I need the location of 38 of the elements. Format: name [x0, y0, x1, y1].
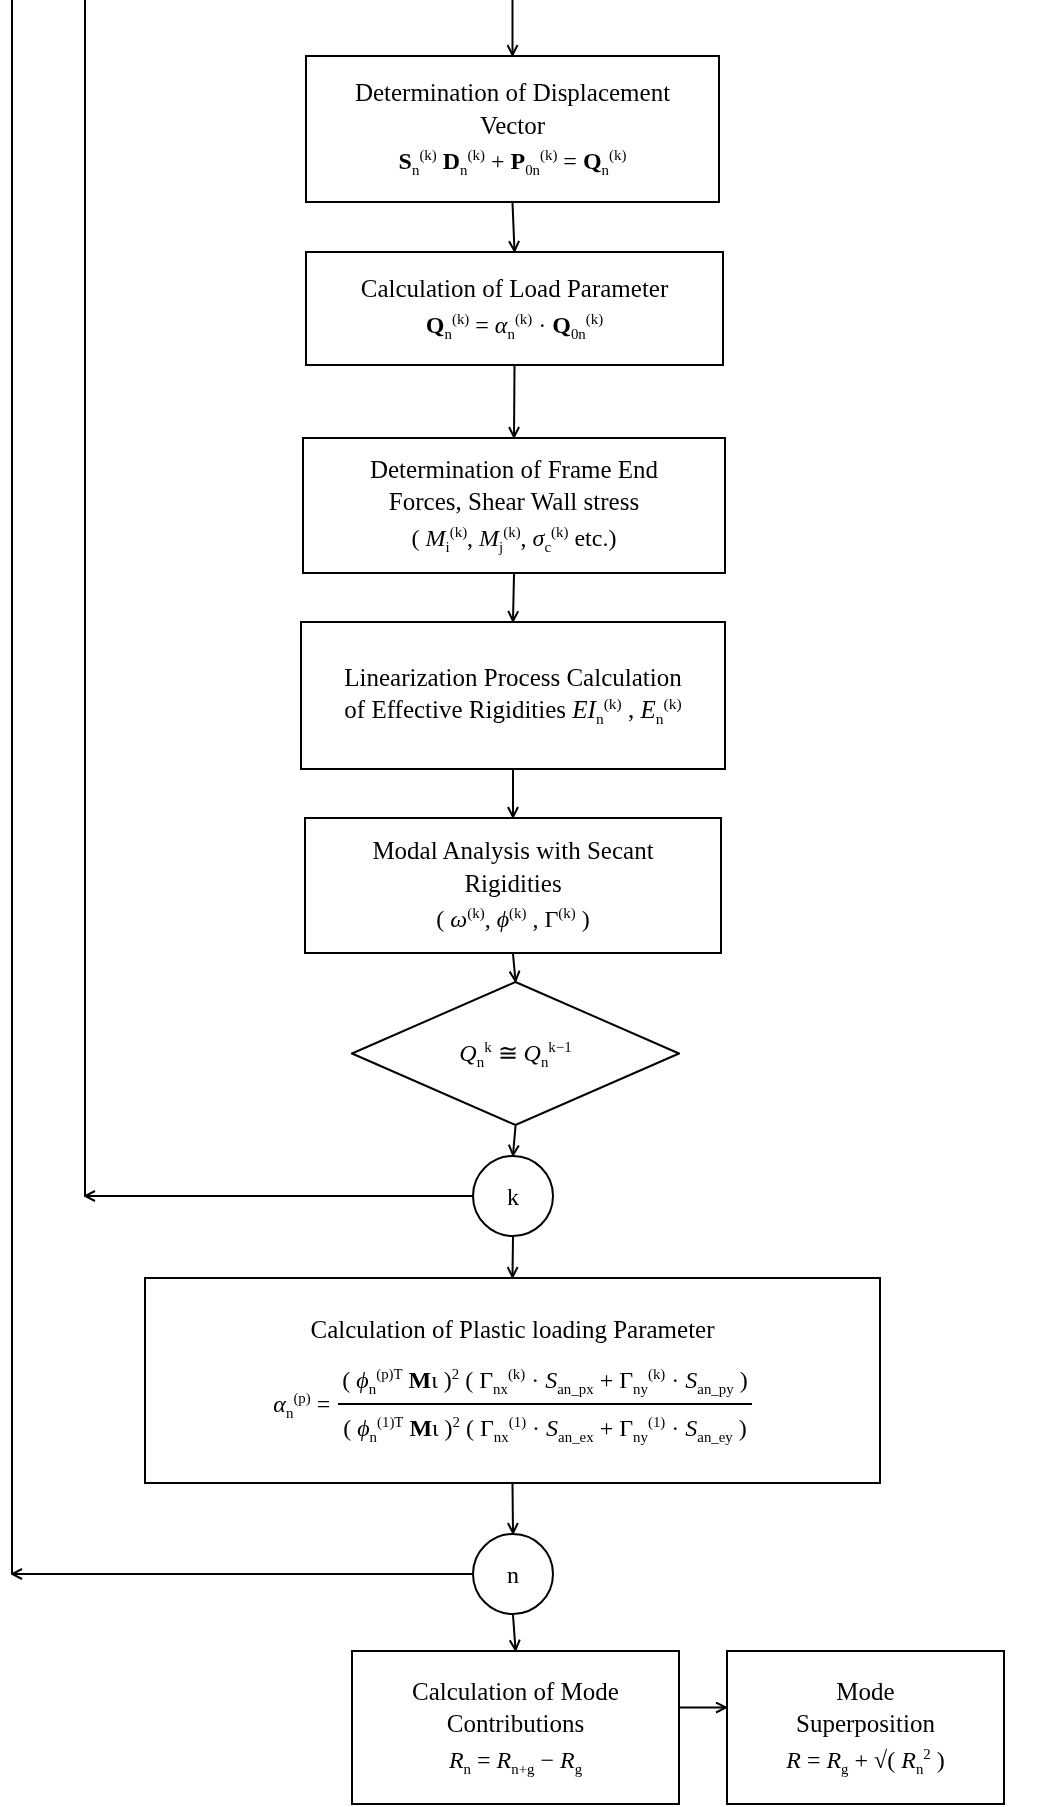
- process-box: [351, 1650, 680, 1805]
- circle-label: n: [507, 1561, 519, 1591]
- box-text: Calculation of Mode Contributions: [411, 1676, 620, 1740]
- box-text: Mode Superposition: [795, 1676, 936, 1740]
- formula: ( ω$^{(k)}$, ϕ$^{(k)}$ , Γ$^{(k)}$ ): [436, 904, 590, 935]
- process-box: [300, 621, 726, 770]
- formula: α$_{n}$$^{(p)}$ =: [273, 1388, 331, 1423]
- box-text: Modal Analysis with Secant Rigidities: [371, 836, 655, 899]
- formula: ( M$_{i}$$^{(k)}$, M$_{j}$$^{(k)}$, σ$_{c}$$^{(k)}$ etc.): [411, 522, 617, 557]
- formula: R$_{n}$ = R$_{n+g}$ − R$_{g}$: [448, 1745, 583, 1779]
- process-box: [302, 437, 726, 574]
- loop-arrow: [506, 0, 519, 56]
- box-text: Calculation of Load Parameter: [360, 274, 669, 305]
- formula: R = R$_{g}$ + √( R$_{n}$$^{2}$ ): [786, 1744, 945, 1779]
- arrow: [507, 573, 520, 622]
- process-box: [726, 1650, 1005, 1805]
- circle-label: k: [507, 1183, 519, 1213]
- box-title: Calculation of Plastic loading Parameter: [310, 1315, 715, 1346]
- arrow: [508, 953, 521, 982]
- formula-numerator: ( ϕ$_{n}$$^{(p)T}$ Mι )$^{2}$ ( Γ$_{nx}$$^{(k)}$ · S$_{an_px}$ + Γ$_{ny}$$^{(k)}$ · S$_{an_py}$ ): [338, 1364, 752, 1405]
- loop-arrow: [11, 1568, 473, 1580]
- arrow: [679, 1701, 727, 1714]
- process-box: [305, 55, 720, 203]
- process-box: [305, 251, 724, 366]
- decision-diamond: [351, 981, 680, 1126]
- box-text: Determination of Displacement Vector: [353, 78, 672, 141]
- process-box: [304, 817, 722, 954]
- arrow: [506, 1483, 519, 1534]
- process-box: [144, 1277, 881, 1484]
- arrow: [507, 1125, 520, 1156]
- arrow: [508, 365, 521, 438]
- box-text: Determination of Frame End Forces, Shear Wall stress: [368, 454, 660, 518]
- arrow: [507, 769, 519, 818]
- formula-denominator: ( ϕ$_{n}$$^{(1)T}$ Mι )$^{2}$ ( Γ$_{nx}$$^{(1)}$ · S$_{an_ex}$ + Γ$_{ny}$$^{(1)}$ · S$_{an_ey}$ ): [342, 1412, 748, 1447]
- arrow: [506, 1236, 519, 1278]
- arrow: [508, 1614, 521, 1651]
- loop-arrow: [84, 1190, 473, 1202]
- arrow: [508, 202, 521, 252]
